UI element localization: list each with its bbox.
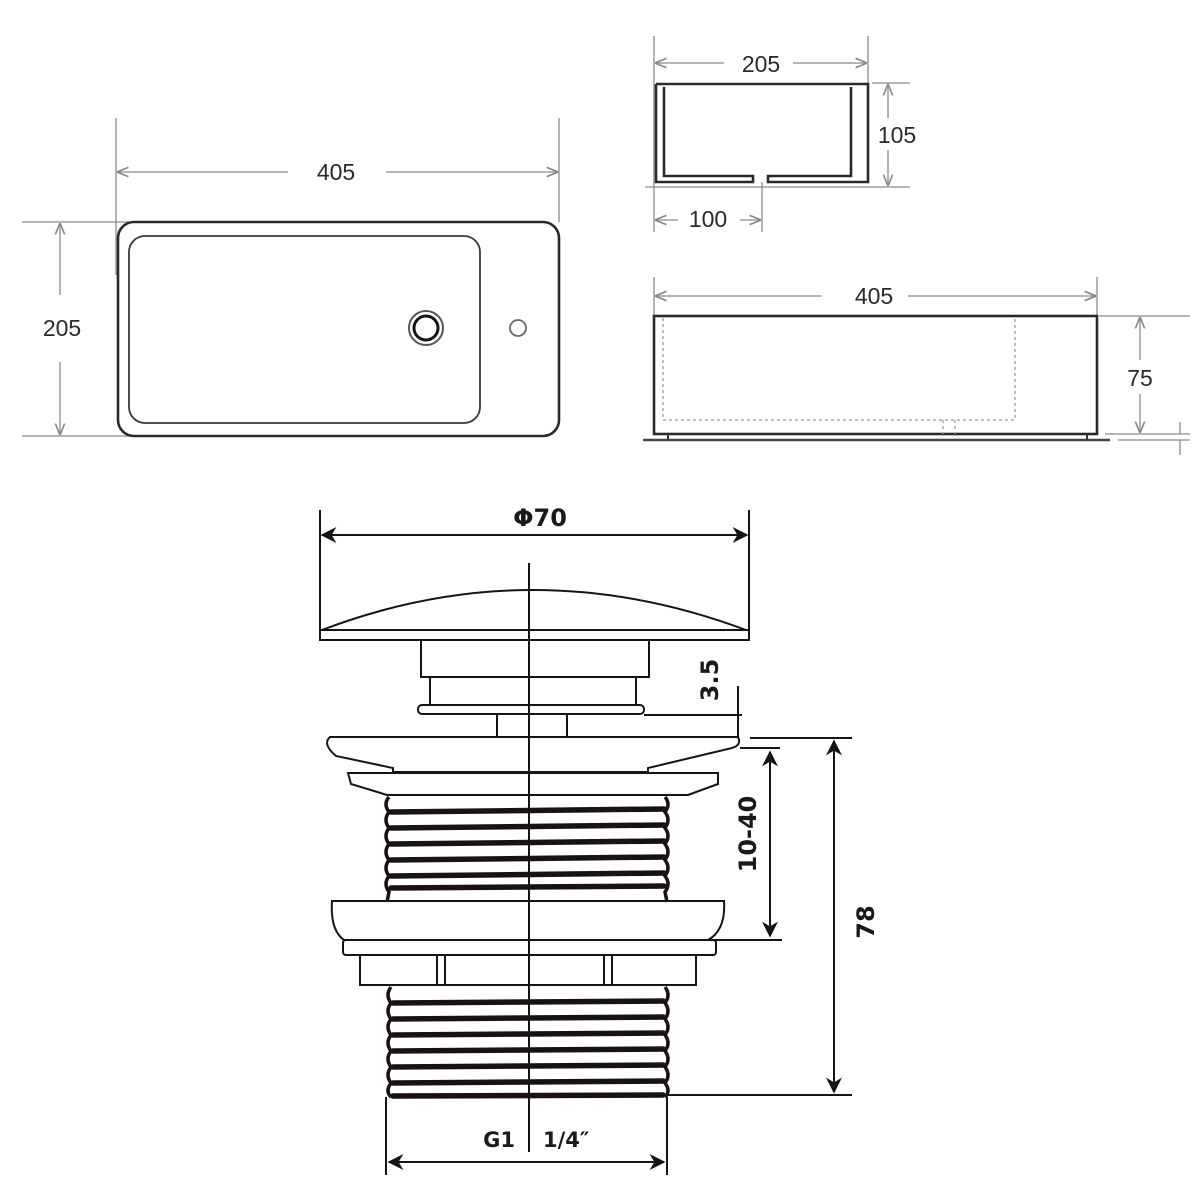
upper-thread [384,795,670,903]
clamp-range-label: 10-40 [734,796,762,873]
basin-side-section: 205 105 100 [645,36,916,232]
top-depth-label: 205 [43,315,81,341]
front-outline [652,314,1099,436]
overall-height-label: 78 [852,905,880,938]
side-drain-offset-label: 100 [689,206,727,232]
basin-front-view: 405 75 [643,277,1190,455]
pop-up-waste-elevation: Φ70 3.5 [319,504,880,1175]
thread-label-left: G1 [483,1128,515,1152]
drain-icon [408,310,444,346]
top-width-label: 405 [317,159,355,185]
thread-label-right: 1/4″ [543,1128,589,1152]
cap-diameter-label: Φ70 [513,504,567,532]
tap-hole-icon [509,319,527,337]
basin-outline [116,220,561,438]
side-width-label: 205 [742,51,780,77]
basin-bowl [128,235,481,424]
front-width-label: 405 [855,283,893,309]
front-height-label: 75 [1127,365,1153,391]
basin-top-view: 405 205 [22,118,561,438]
cap-gap-label: 3.5 [696,659,724,702]
side-height-label: 105 [878,122,916,148]
